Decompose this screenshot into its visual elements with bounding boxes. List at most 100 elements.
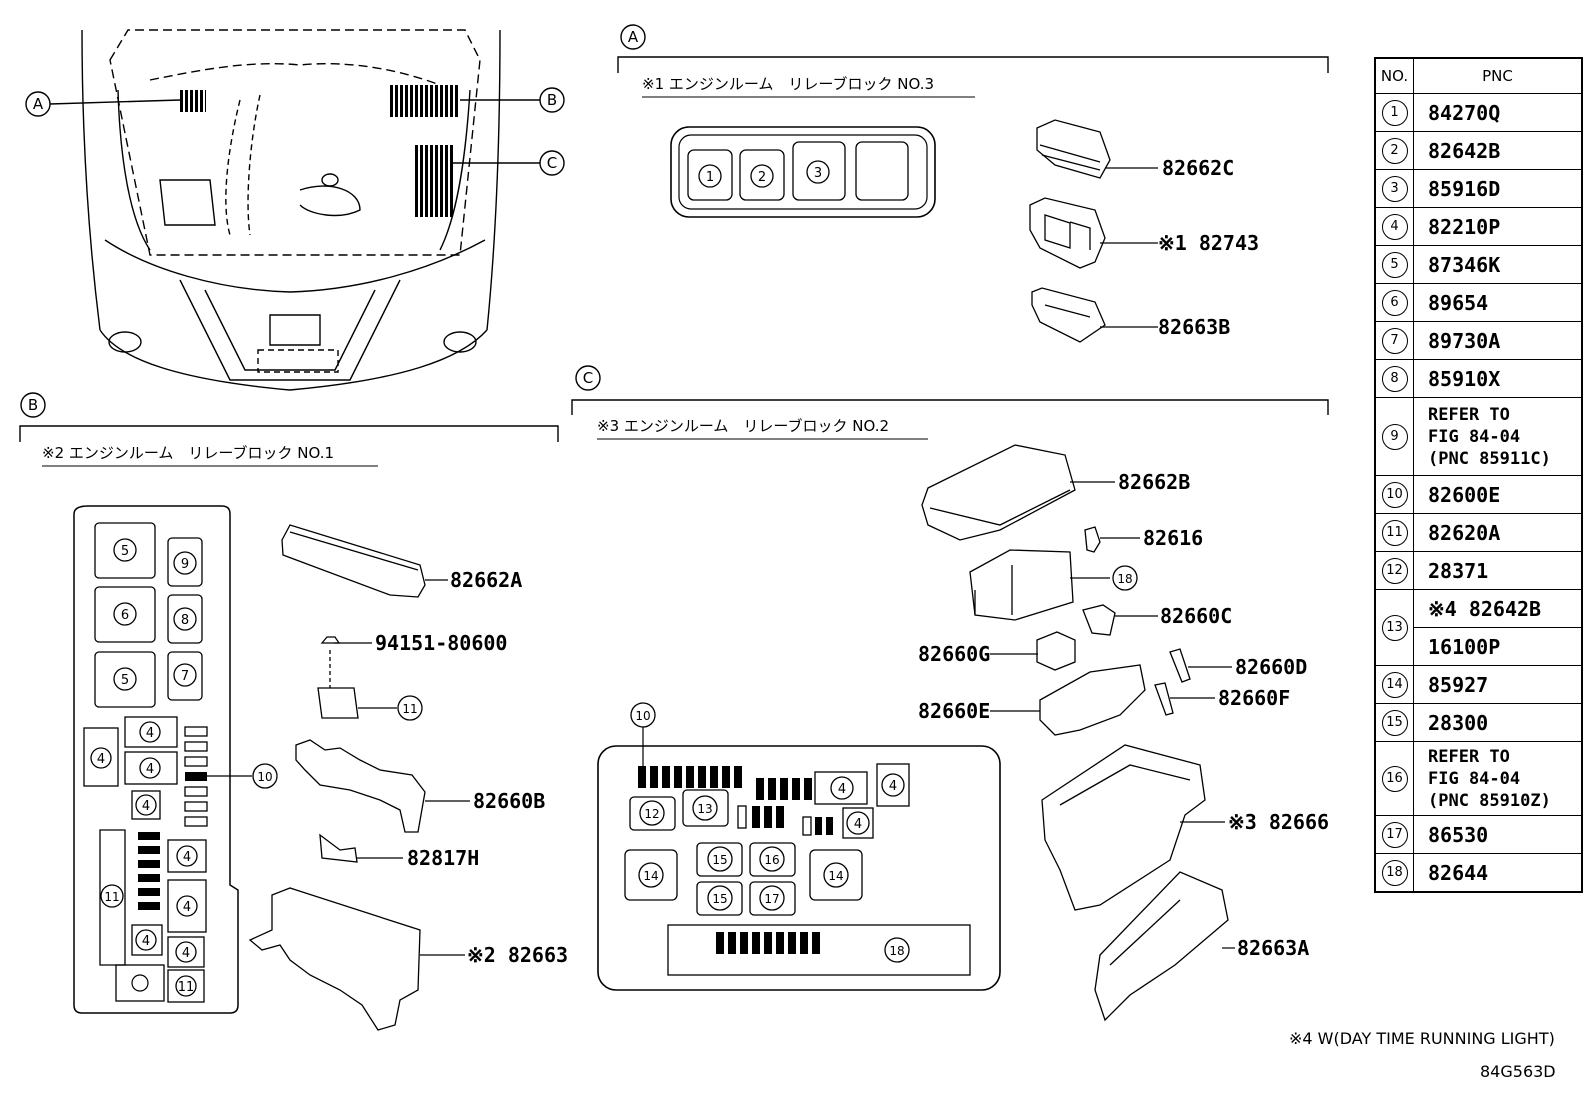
slot-b-4c: 4 — [90, 747, 112, 769]
figure-id: 84G563D — [1480, 1062, 1556, 1081]
relay-block-a-location — [178, 90, 206, 112]
svg-text:15: 15 — [712, 853, 727, 867]
slot-b-7: 7 — [173, 663, 197, 687]
table-row: 9 REFER TO FIG 84-04 (PNC 85911C) — [1374, 397, 1583, 476]
slot-c-17: 17 — [759, 885, 785, 911]
svg-text:2: 2 — [758, 170, 766, 185]
callout-b-10: 10 — [252, 763, 278, 789]
callout-b-11: 11 — [397, 695, 423, 721]
part-82663b: 82663B — [1158, 315, 1230, 339]
svg-text:C: C — [547, 154, 557, 172]
slot-b-9: 9 — [173, 551, 197, 575]
table-header: NO. PNC — [1374, 57, 1583, 94]
part-82817h: 82817H — [407, 846, 479, 870]
svg-text:4: 4 — [183, 900, 191, 915]
slot-b-4h: 4 — [175, 941, 197, 963]
svg-text:15: 15 — [712, 892, 727, 906]
slot-b-11: 11 — [100, 884, 124, 908]
part-82660g: 82660G — [918, 642, 990, 666]
svg-text:4: 4 — [146, 762, 154, 777]
part-82662b: 82662B — [1118, 470, 1190, 494]
svg-text:C: C — [583, 369, 593, 387]
section-b: B ※2 エンジンルーム リレーブロック NO.1 — [19, 392, 568, 1031]
svg-text:14: 14 — [828, 869, 843, 883]
slot-a-2: 2 — [750, 164, 774, 188]
svg-text:7: 7 — [181, 669, 189, 684]
svg-text:4: 4 — [889, 779, 897, 794]
svg-text:10: 10 — [257, 770, 272, 784]
part-82660e: 82660E — [918, 699, 990, 723]
slot-c-4a: 4 — [830, 776, 854, 800]
section-a-title: ※1 エンジンルーム リレーブロック NO.3 — [642, 75, 934, 93]
svg-text:4: 4 — [838, 782, 846, 797]
svg-text:B: B — [28, 396, 38, 414]
part-82616: 82616 — [1143, 526, 1203, 550]
part-82662a: 82662A — [450, 568, 522, 592]
callout-b-car: B — [539, 87, 565, 113]
part-94151-80600: 94151-80600 — [375, 631, 507, 655]
slot-c-14b: 14 — [823, 862, 849, 888]
callout-c-18: 18 — [1112, 565, 1138, 591]
svg-text:16: 16 — [764, 853, 779, 867]
slot-b-4d: 4 — [135, 794, 157, 816]
slot-c-16: 16 — [759, 846, 785, 872]
car-engine-bay-illustration — [81, 29, 501, 391]
svg-text:4: 4 — [97, 752, 105, 767]
svg-text:4: 4 — [142, 799, 150, 814]
slot-c-15b: 15 — [707, 885, 733, 911]
slot-c-15a: 15 — [707, 846, 733, 872]
slot-b-6: 6 — [113, 602, 137, 626]
header-no: NO. — [1374, 57, 1414, 94]
slot-c-4c: 4 — [846, 811, 870, 835]
footnote: ※4 W(DAY TIME RUNNING LIGHT) — [1289, 1029, 1555, 1048]
svg-text:13: 13 — [697, 802, 712, 816]
svg-text:A: A — [33, 95, 44, 113]
slot-b-4b: 4 — [139, 757, 161, 779]
svg-text:18: 18 — [1117, 572, 1132, 586]
section-b-title: ※2 エンジンルーム リレーブロック NO.1 — [42, 444, 334, 462]
relay-block-c-location — [415, 145, 453, 217]
part-82662c: 82662C — [1162, 156, 1234, 180]
callout-c-car: C — [539, 150, 565, 176]
section-c-title: ※3 エンジンルーム リレーブロック NO.2 — [597, 417, 889, 435]
callout-c-10: 10 — [630, 702, 656, 728]
section-a: A ※1 エンジンルーム リレーブロック NO.3 1 2 3 82662C ※… — [617, 24, 1329, 343]
part-82660f: 82660F — [1218, 686, 1290, 710]
relay-block-b-location — [388, 85, 460, 117]
slot-a-3: 3 — [806, 160, 830, 184]
slot-b-4f: 4 — [176, 895, 198, 917]
slot-c-12: 12 — [639, 800, 665, 826]
header-pnc: PNC — [1413, 57, 1583, 94]
svg-text:1: 1 — [706, 170, 714, 185]
slot-c-18: 18 — [884, 937, 910, 963]
svg-text:4: 4 — [182, 946, 190, 961]
callout-a-car: A — [25, 91, 51, 117]
svg-text:11: 11 — [178, 980, 195, 995]
svg-text:11: 11 — [104, 890, 119, 904]
part-82743: ※1 82743 — [1158, 231, 1259, 255]
svg-text:8: 8 — [181, 613, 189, 628]
table-row: 16 REFER TO FIG 84-04 (PNC 85910Z) — [1374, 741, 1583, 816]
svg-text:17: 17 — [764, 892, 779, 906]
svg-text:B: B — [547, 91, 557, 109]
svg-text:4: 4 — [142, 934, 150, 949]
table-row: 13※4 82642B — [1374, 589, 1583, 666]
svg-text:10: 10 — [635, 709, 650, 723]
part-82666: ※3 82666 — [1228, 810, 1329, 834]
svg-text:4: 4 — [183, 850, 191, 865]
svg-text:4: 4 — [854, 817, 862, 832]
slot-a-1: 1 — [698, 164, 722, 188]
svg-text:3: 3 — [814, 166, 822, 181]
